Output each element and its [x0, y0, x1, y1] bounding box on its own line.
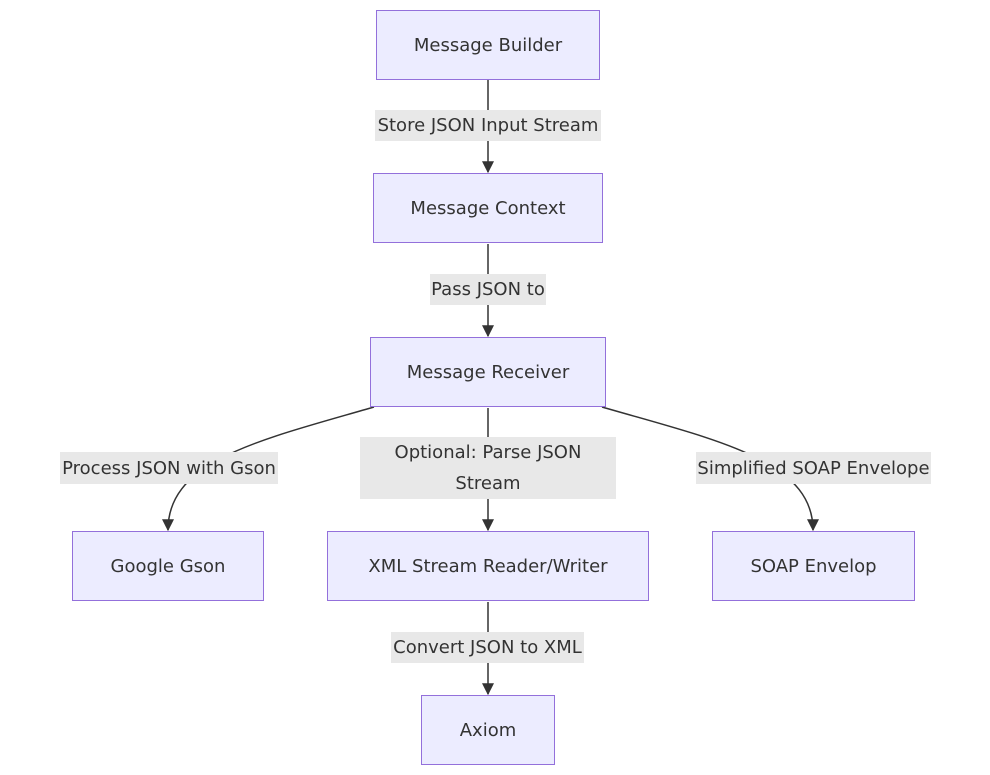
node-soap-envelop-label: SOAP Envelop	[750, 555, 877, 577]
edge-label-pass-json: Pass JSON to	[430, 274, 546, 305]
node-google-gson: Google Gson	[72, 531, 264, 601]
edge-label-process-gson-text: Process JSON with Gson	[62, 457, 276, 479]
edge-label-optional-parse: Optional: Parse JSON Stream	[360, 437, 616, 499]
node-message-context-label: Message Context	[410, 197, 566, 219]
edge-label-simplified-soap-text: Simplified SOAP Envelope	[697, 457, 930, 479]
edge-label-store-json-text: Store JSON Input Stream	[377, 115, 599, 136]
node-message-receiver: Message Receiver	[370, 337, 606, 407]
node-xml-stream-label: XML Stream Reader/Writer	[368, 555, 608, 577]
node-google-gson-label: Google Gson	[110, 555, 226, 577]
node-message-receiver-label: Message Receiver	[406, 361, 570, 383]
node-message-builder-label: Message Builder	[413, 34, 563, 56]
edge-label-pass-json-text: Pass JSON to	[431, 279, 545, 300]
node-axiom-label: Axiom	[459, 719, 517, 741]
edge-label-simplified-soap: Simplified SOAP Envelope	[696, 452, 931, 484]
edge-label-process-gson: Process JSON with Gson	[60, 452, 278, 484]
node-axiom: Axiom	[421, 695, 555, 765]
edge-label-store-json: Store JSON Input Stream	[375, 110, 601, 141]
edge-label-convert-xml-text: Convert JSON to XML	[393, 637, 582, 658]
node-soap-envelop: SOAP Envelop	[712, 531, 915, 601]
edge-label-optional-parse-text: Optional: Parse JSON Stream	[394, 442, 582, 494]
node-message-builder: Message Builder	[376, 10, 600, 80]
edge-label-convert-xml: Convert JSON to XML	[391, 632, 584, 663]
node-xml-stream: XML Stream Reader/Writer	[327, 531, 649, 601]
node-message-context: Message Context	[373, 173, 603, 243]
